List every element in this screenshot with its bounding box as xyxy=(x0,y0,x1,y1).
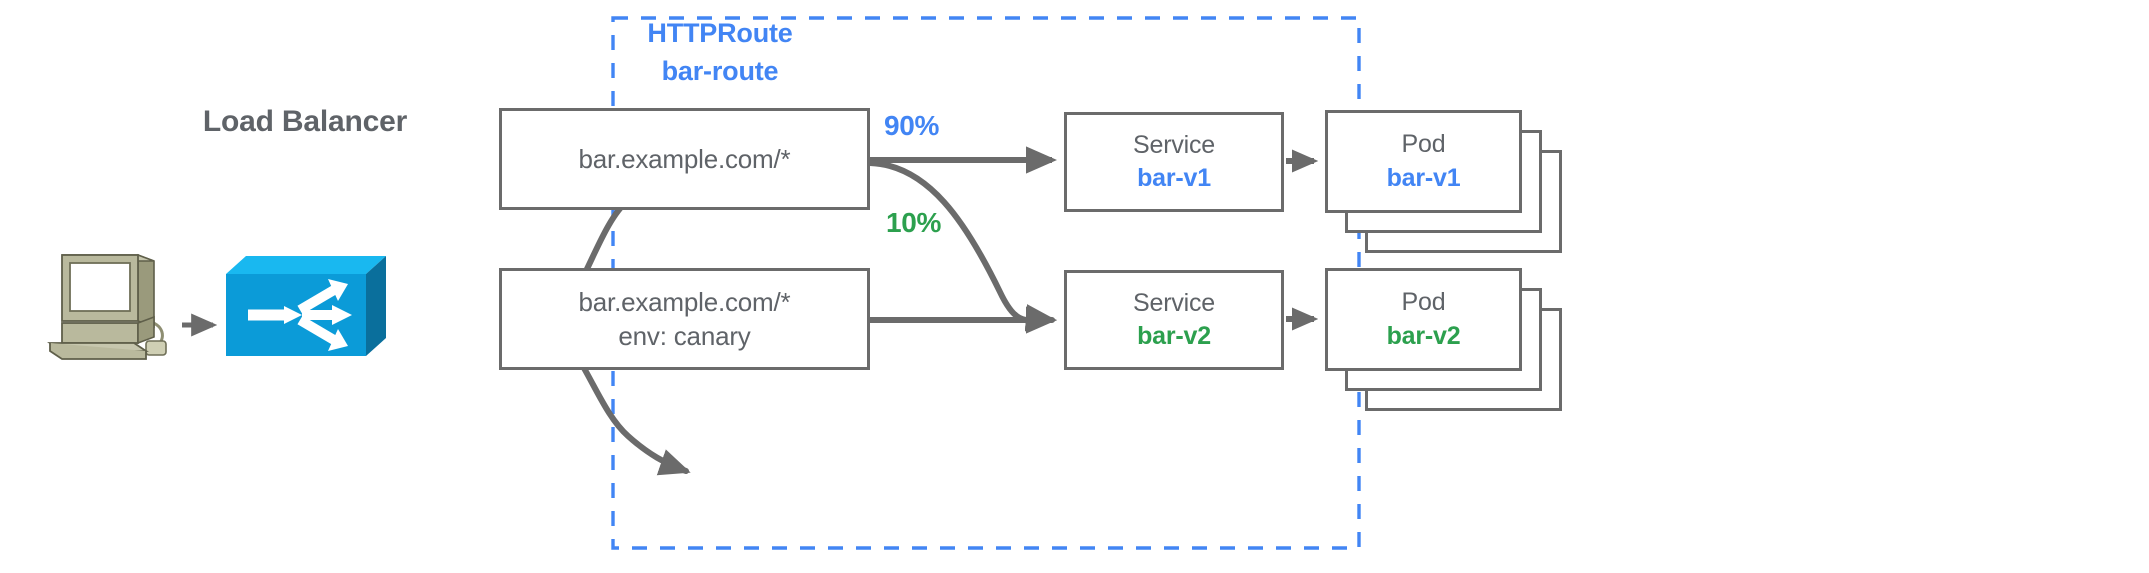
weight-label-10: 10% xyxy=(886,207,942,238)
load-balancer-node xyxy=(222,252,390,362)
rule-primary-match: bar.example.com/* xyxy=(578,143,791,174)
weight-label-90: 90% xyxy=(884,110,940,141)
rule-canary-header: env: canary xyxy=(618,321,751,351)
service-box-bar-v1[interactable]: Service bar-v1 xyxy=(1064,112,1284,212)
pod-kind-v2: Pod xyxy=(1401,288,1446,316)
httproute-label: HTTPRoute bar-route xyxy=(540,18,900,88)
pod-stack-bar-v2[interactable]: Pod bar-v2 xyxy=(1325,268,1565,414)
rule-box-primary[interactable]: bar.example.com/* xyxy=(499,108,870,210)
service-kind-v2: Service xyxy=(1133,288,1215,317)
pod-kind-v1: Pod xyxy=(1401,130,1446,158)
rule-box-canary[interactable]: bar.example.com/* env: canary xyxy=(499,268,870,370)
pod-name-v2: bar-v2 xyxy=(1386,321,1461,350)
load-balancer-icon xyxy=(226,256,386,356)
service-box-bar-v2[interactable]: Service bar-v2 xyxy=(1064,270,1284,370)
service-kind-v1: Service xyxy=(1133,130,1215,159)
desktop-computer-icon xyxy=(47,253,167,360)
pod-replica-card-1[interactable]: Pod bar-v2 xyxy=(1325,268,1522,371)
pod-stack-bar-v1[interactable]: Pod bar-v1 xyxy=(1325,110,1565,256)
service-name-v2: bar-v2 xyxy=(1137,322,1211,350)
pod-replica-card-1[interactable]: Pod bar-v1 xyxy=(1325,110,1522,213)
service-name-v1: bar-v1 xyxy=(1137,164,1211,192)
load-balancer-label: Load Balancer xyxy=(202,105,408,138)
arrow-rule-primary-to-service-v2 xyxy=(867,160,1057,332)
httproute-name: bar-route xyxy=(661,55,779,86)
rule-canary-match: bar.example.com/* xyxy=(578,286,791,317)
httproute-kind: HTTPRoute xyxy=(647,18,793,48)
pod-name-v1: bar-v1 xyxy=(1386,163,1461,192)
client-computer xyxy=(34,243,174,363)
